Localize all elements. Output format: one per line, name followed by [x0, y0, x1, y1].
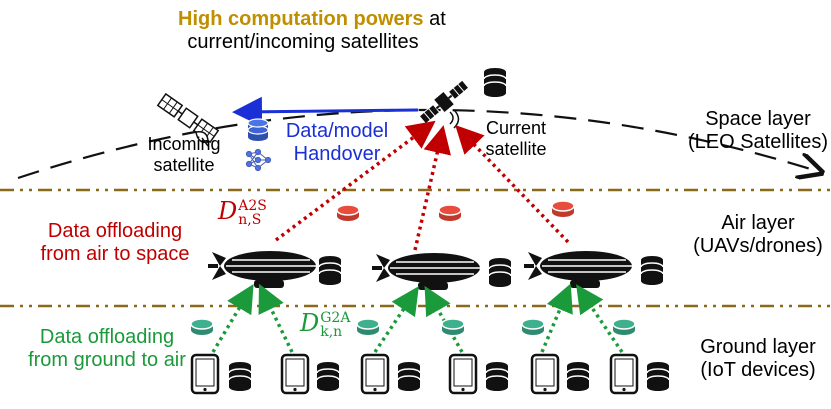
air-to-space-label: Data offloading from air to space	[40, 220, 190, 265]
caption-rest: at	[423, 8, 446, 30]
air-data-disk-2	[438, 204, 462, 222]
current-satellite-label: Current satellite	[485, 118, 547, 159]
neural-network-icon	[245, 148, 272, 172]
space-layer-label: Space layer (LEO Satellites)	[687, 108, 829, 153]
g2a-arrow-1	[211, 283, 254, 353]
device-database-icon-2	[316, 361, 340, 392]
g2a-arrow-4	[424, 285, 464, 353]
tablet-icon-3	[360, 353, 390, 395]
caption-highlight: High computation powers	[178, 8, 424, 30]
handover-database-icon	[247, 118, 269, 141]
airship-icon-3	[522, 249, 634, 290]
g2a-arrow-6	[576, 284, 624, 353]
g2a-arrow-2	[258, 283, 294, 353]
airship-icon-1	[206, 249, 318, 290]
ground-layer-label: Ground layer (IoT devices)	[700, 336, 816, 381]
ground-data-disk-2	[356, 318, 380, 336]
handover-label: Data/model Handover	[285, 120, 389, 165]
airship-database-icon-2	[488, 257, 512, 288]
air-data-disk-3	[551, 200, 575, 218]
device-database-icon-1	[228, 361, 252, 392]
device-database-icon-6	[646, 361, 670, 392]
caption-line2: current/incoming satellites	[187, 31, 419, 53]
handover-arrow	[232, 96, 419, 127]
top-caption: High computation powers at current/incom…	[178, 8, 446, 54]
g2a-arrow-3	[373, 286, 419, 353]
tablet-icon-4	[448, 353, 478, 395]
tablet-icon-2	[280, 353, 310, 395]
device-database-icon-3	[397, 361, 421, 392]
air-layer-label: Air layer (UAVs/drones)	[693, 212, 823, 257]
device-database-icon-5	[566, 361, 590, 392]
ground-data-disk-5	[612, 318, 636, 336]
satellite-database-icon	[483, 67, 507, 98]
airship-icon-2	[370, 251, 482, 292]
ground-data-disk-4	[521, 318, 545, 336]
a2s-arrow-2	[413, 125, 451, 251]
tablet-icon-5	[530, 353, 560, 395]
current-satellite-icon	[418, 79, 470, 129]
a2s-arrow-3	[455, 124, 570, 244]
airship-database-icon-1	[318, 255, 342, 286]
tablet-icon-6	[609, 353, 639, 395]
ground-to-air-label: Data offloading from ground to air	[28, 326, 186, 371]
incoming-satellite-label: Incoming satellite	[147, 134, 221, 175]
orbit-arc	[17, 108, 820, 178]
air-data-disk-1	[336, 204, 360, 222]
g2a-arrow-5	[540, 283, 573, 353]
ground-data-disk-3	[441, 318, 465, 336]
airship-database-icon-3	[640, 255, 664, 286]
device-database-icon-4	[485, 361, 509, 392]
